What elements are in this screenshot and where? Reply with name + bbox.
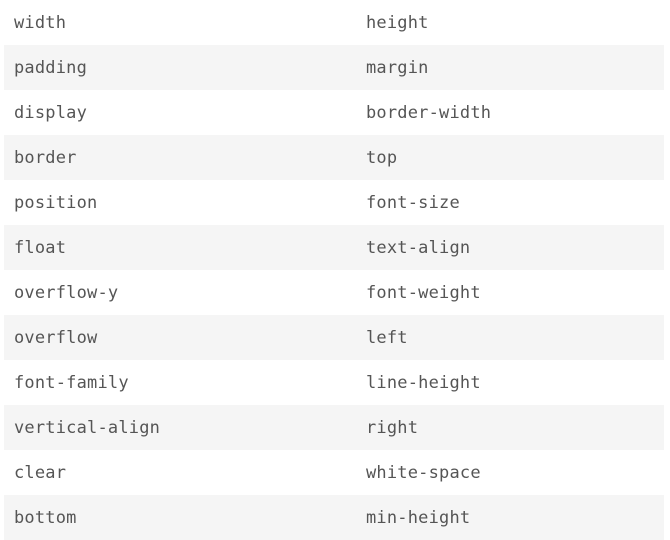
property-cell: left	[366, 327, 408, 348]
table-row: clear white-space	[4, 450, 664, 495]
property-cell: text-align	[366, 237, 471, 258]
property-cell: top	[366, 147, 398, 168]
table-row: border top	[4, 135, 664, 180]
property-cell: vertical-align	[14, 417, 161, 438]
property-cell: display	[14, 102, 88, 123]
table-row: padding margin	[4, 45, 664, 90]
table-row: overflow left	[4, 315, 664, 360]
property-cell: width	[14, 12, 67, 33]
table-row: vertical-align right	[4, 405, 664, 450]
css-properties-table-container: width height padding margin display bord…	[4, 0, 664, 540]
table-row: display border-width	[4, 90, 664, 135]
property-cell: border	[14, 147, 77, 168]
property-cell: font-family	[14, 372, 129, 393]
property-cell: height	[366, 12, 429, 33]
property-cell: margin	[366, 57, 429, 78]
property-cell: font-size	[366, 192, 460, 213]
table-row: float text-align	[4, 225, 664, 270]
table-row: position font-size	[4, 180, 664, 225]
property-cell: overflow-y	[14, 282, 119, 303]
property-cell: font-weight	[366, 282, 481, 303]
property-cell: bottom	[14, 507, 77, 528]
property-cell: position	[14, 192, 98, 213]
property-cell: padding	[14, 57, 88, 78]
css-properties-table: width height padding margin display bord…	[4, 0, 664, 540]
property-cell: border-width	[366, 102, 492, 123]
property-cell: clear	[14, 462, 67, 483]
table-row: overflow-y font-weight	[4, 270, 664, 315]
table-row: font-family line-height	[4, 360, 664, 405]
property-cell: min-height	[366, 507, 471, 528]
table-row: width height	[4, 0, 664, 45]
property-cell: float	[14, 237, 67, 258]
property-cell: white-space	[366, 462, 481, 483]
property-cell: overflow	[14, 327, 98, 348]
property-cell: right	[366, 417, 419, 438]
property-cell: line-height	[366, 372, 481, 393]
table-row: bottom min-height	[4, 495, 664, 540]
